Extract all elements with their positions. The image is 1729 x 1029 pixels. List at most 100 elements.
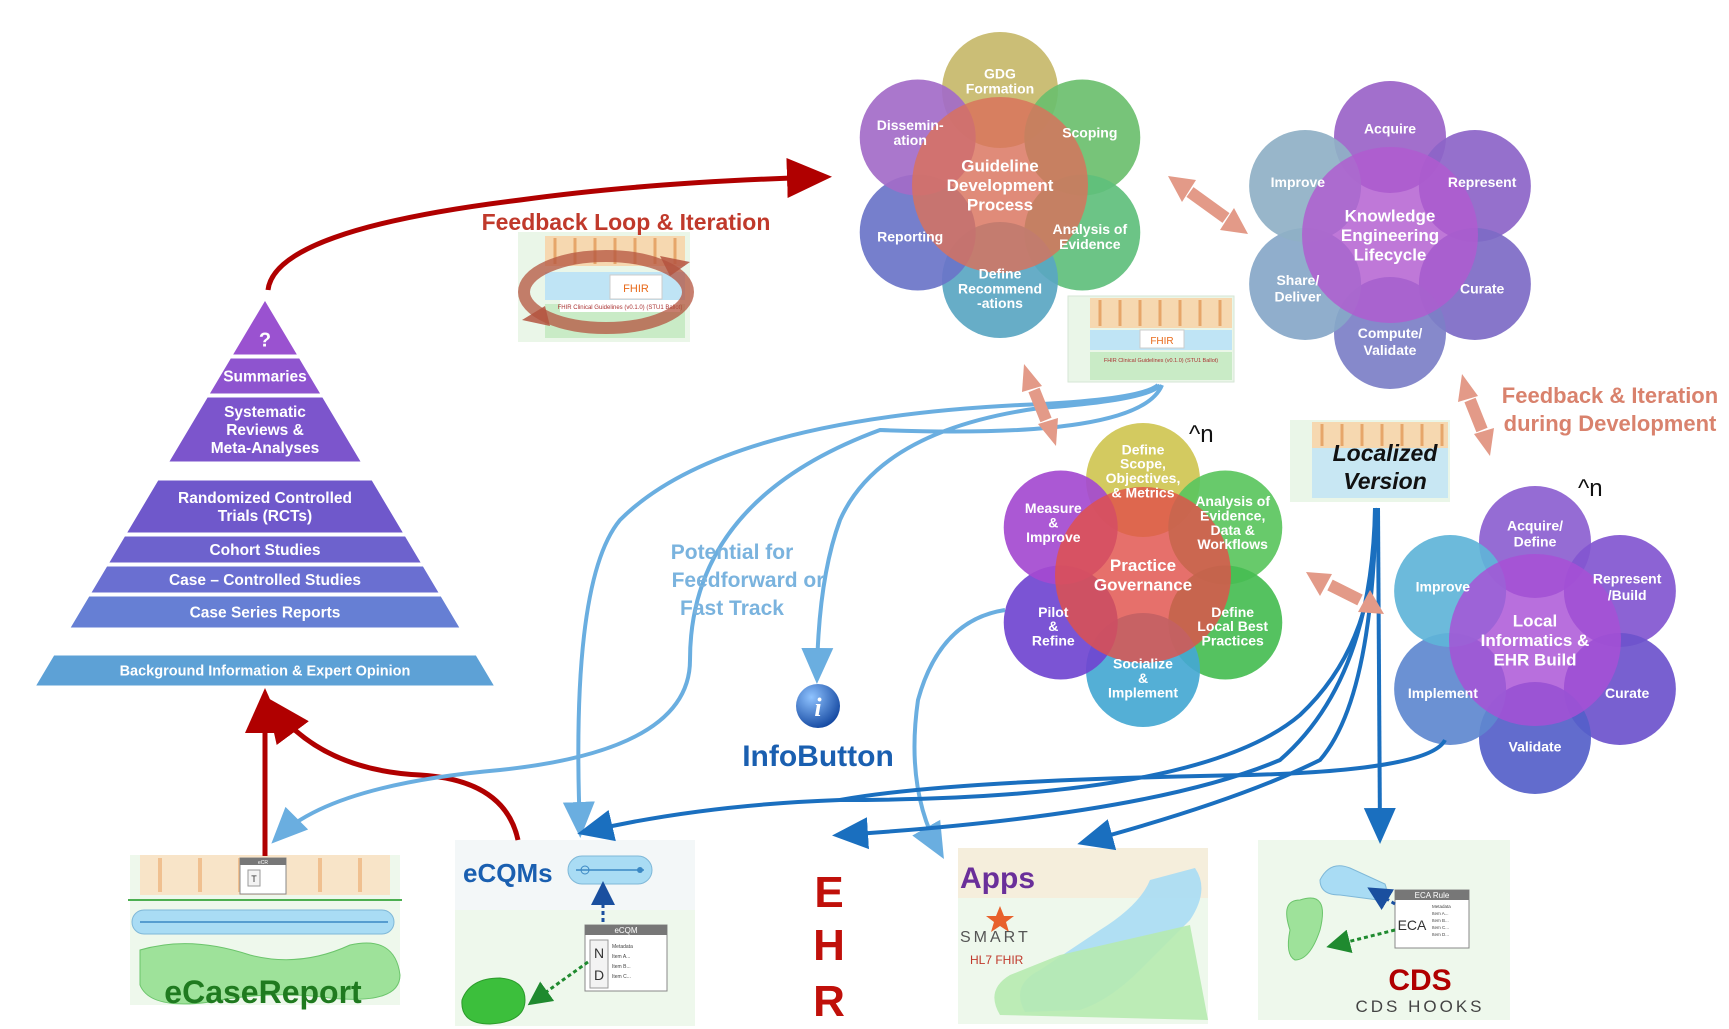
cycle-petal-label: Scope, xyxy=(1120,456,1166,472)
info-icon: i xyxy=(796,684,840,728)
localized-to-ehr-arrow xyxy=(832,507,1377,850)
pyramid-level-label: Cohort Studies xyxy=(209,542,320,559)
cycle-petal-label: GDG xyxy=(984,65,1016,81)
ecasereport-thumbnail: eCR T xyxy=(128,855,402,1005)
pyramid-level-label: Background Information & Expert Opinion xyxy=(120,664,411,680)
cycle-center-label: Guideline xyxy=(961,156,1038,175)
fhir-badge-2: FHIR xyxy=(1150,336,1173,347)
svg-text:i: i xyxy=(814,693,822,722)
pyramid-level-label: Trials (RCTs) xyxy=(218,508,312,525)
cycle-center-label: EHR Build xyxy=(1493,651,1576,670)
fhir-to-ecqms-arrow xyxy=(562,383,1160,838)
guideline-knowledge-double-arrow xyxy=(1168,176,1248,234)
cycle-petal-label: & xyxy=(1048,515,1058,531)
cycle-petal-label: /Build xyxy=(1608,587,1647,603)
cycle-center-label: Development xyxy=(947,176,1054,195)
power-n-label-1: ^n xyxy=(1189,421,1214,448)
localized-version-label-1: Localized xyxy=(1333,440,1439,466)
cycle-petal-label: Share/ xyxy=(1276,272,1319,288)
feedforward-label-2: Feedforward or xyxy=(672,569,825,592)
cycle-petal-label: Improve xyxy=(1026,529,1081,545)
pyramid-level-label: Summaries xyxy=(223,368,307,385)
localized-version-label-2: Version xyxy=(1343,468,1427,494)
cycle-petal-label: Dissemin- xyxy=(877,117,944,133)
pyramid-level-label: ? xyxy=(259,330,271,352)
feedforward-label-3: Fast Track xyxy=(680,597,784,620)
feedforward-label-1: Potential for xyxy=(671,541,794,564)
cycle-center-label: Practice xyxy=(1110,556,1176,575)
knowledge-local-double-arrow xyxy=(1458,374,1494,456)
ehr-letter-r: R xyxy=(813,977,845,1026)
feedback-loop-arrow xyxy=(265,158,832,291)
local-informatics-to-ehr-line xyxy=(839,738,1447,802)
pyramid-level xyxy=(34,654,496,687)
fhir-caption-2: FHIR Clinical Guidelines (v0.1.0) (STU1 … xyxy=(1104,358,1218,364)
feedback-iteration-label-2: during Development xyxy=(1504,411,1717,436)
cycle-petal-label: Analysis of xyxy=(1052,221,1127,237)
pyramid-level xyxy=(167,396,363,463)
cycle-petal-label: Practices xyxy=(1202,633,1264,649)
cycle-center-label: Knowledge xyxy=(1345,206,1436,225)
cycle-petal-label: Evidence, xyxy=(1200,507,1265,523)
cycle-petal-label: Workflows xyxy=(1197,536,1268,552)
cycle-petal-label: Improve xyxy=(1271,174,1326,190)
cycle-petal-label: Curate xyxy=(1460,280,1505,296)
cycle-center-label: Governance xyxy=(1094,576,1192,595)
ecasereport-label: eCaseReport xyxy=(164,974,362,1010)
cycle-petal-label: Validate xyxy=(1509,738,1562,754)
cycle-petal-label: Measure xyxy=(1025,500,1082,516)
cycle-center xyxy=(1302,147,1478,323)
pyramid-level-label: Case – Controlled Studies xyxy=(169,572,361,589)
cycle-center xyxy=(912,97,1088,273)
cycle-petal-label: Data & xyxy=(1210,522,1254,538)
localized-to-ecqms-arrow xyxy=(577,507,1378,842)
cycle-petal-label: Evidence xyxy=(1059,236,1121,252)
cycle-center-label: Local xyxy=(1513,611,1557,630)
infobutton-label: InfoButton xyxy=(742,740,894,773)
smart-label: SMART xyxy=(960,929,1031,946)
practice-to-apps-arrow xyxy=(912,608,1006,859)
feedback-iteration-label-1: Feedback & Iteration xyxy=(1502,383,1718,408)
eca-label: ECA xyxy=(1398,917,1427,933)
cds-thumbnail: ECA Rule ECA Metadata Item A... Item B..… xyxy=(1258,840,1510,1020)
cycle-petal-label: Deliver xyxy=(1275,289,1322,305)
pyramid-level xyxy=(125,479,405,534)
pyramid-level-label: Systematic xyxy=(224,404,306,421)
smart-logo-icon xyxy=(986,906,1014,932)
ecqms-label: eCQMs xyxy=(463,858,553,888)
localized-to-cds-arrow xyxy=(1363,507,1396,844)
pyramid-level xyxy=(89,565,441,594)
cycle-petal-label: Analysis of xyxy=(1195,493,1270,509)
cycle-center-label: Process xyxy=(967,196,1033,215)
eca-row-2: Item A... xyxy=(1432,911,1449,916)
fhir-to-ecasereport-arrow xyxy=(271,384,1164,844)
cycle-petal-label: -ations xyxy=(977,295,1023,311)
cycle-center xyxy=(1055,487,1231,663)
ecqms-thumbnail: eCQM N D Metadata Item A... Item B... It… xyxy=(455,840,695,1026)
cycle-petal-label: Acquire/ xyxy=(1507,517,1563,533)
cycle-petal-label: Acquire xyxy=(1364,121,1416,137)
cycle-petal-label: Formation xyxy=(966,80,1034,96)
cycle-petal-label: & xyxy=(1048,618,1058,634)
pyramid-level-label: Meta-Analyses xyxy=(211,440,320,457)
t-label: T xyxy=(251,874,257,884)
local-practice-double-arrow xyxy=(1306,572,1384,614)
pyramid-level-label: Reviews & xyxy=(226,422,304,439)
cycle-petal-label: & xyxy=(1138,670,1148,686)
ecqm-box-title: eCQM xyxy=(614,926,637,935)
eca-rule-title: ECA Rule xyxy=(1415,891,1450,900)
pyramid-level xyxy=(107,535,423,564)
pyramid-level xyxy=(208,357,322,395)
cycle-petal-label: Objectives, xyxy=(1106,470,1181,486)
eca-row-4: Item C... xyxy=(1432,925,1449,930)
ehr-letter-e: E xyxy=(814,868,843,917)
cycle-petal-label: Pilot xyxy=(1038,604,1069,620)
cycle-petal-label: Socialize xyxy=(1113,656,1173,672)
pyramid-level xyxy=(69,595,461,629)
apps-label: Apps xyxy=(960,862,1035,895)
cycle-petal-label: Curate xyxy=(1605,685,1650,701)
pyramid-level xyxy=(231,299,299,356)
